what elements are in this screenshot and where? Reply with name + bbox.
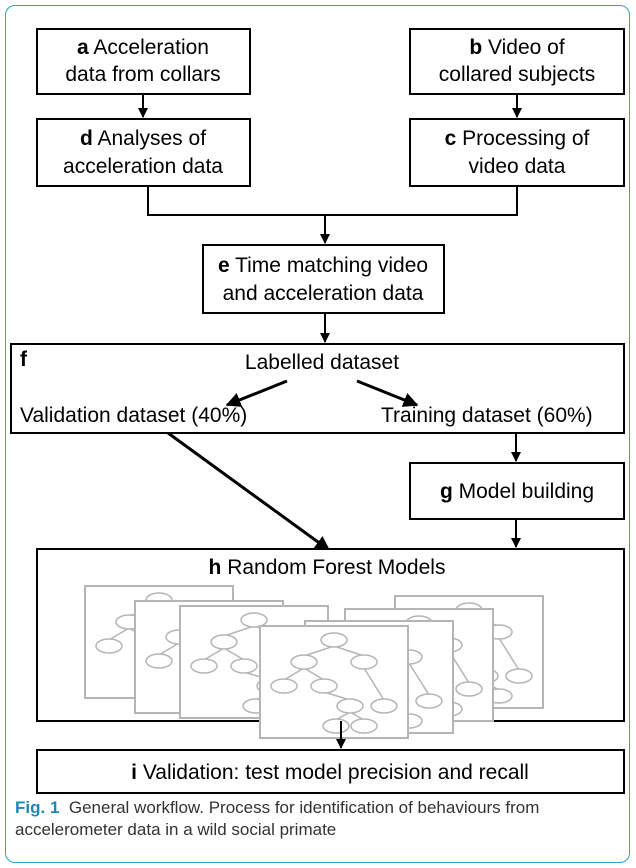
box-e-line2: and acceleration data <box>223 282 424 305</box>
box-f-title: Labelled dataset <box>245 351 399 374</box>
box-f-letter: f <box>20 348 28 371</box>
tree-card <box>259 625 409 739</box>
box-c-text: c Processing of <box>445 127 590 150</box>
box-b <box>409 28 625 95</box>
box-c-line2: video data <box>469 155 566 178</box>
box-a-text: a Acceleration <box>77 36 209 59</box>
decision-tree-illustrations <box>84 585 544 739</box>
box-a-line2: data from collars <box>65 63 220 86</box>
caption-text: General workflow. Process for identifica… <box>15 798 540 839</box>
validation-dataset-label: Validation dataset (40%) <box>20 404 247 427</box>
box-e <box>202 244 445 314</box>
figure-frame <box>5 5 630 863</box>
arrow-f-right <box>356 379 419 407</box>
box-e-text: e Time matching video <box>218 254 428 277</box>
box-g <box>409 462 625 520</box>
workflow-diagram: a Acceleration data from collars b Video… <box>10 28 625 794</box>
box-c <box>409 118 625 187</box>
box-d-line2: acceleration data <box>63 155 223 178</box>
box-i <box>36 749 625 794</box>
box-h-text: h Random Forest Models <box>209 556 446 579</box>
box-i-text: i Validation: test model precision and r… <box>131 761 529 784</box>
arrow-validation-to-h <box>167 431 331 552</box>
box-b-text: b Video of <box>469 36 565 59</box>
figure-caption: Fig. 1 General workflow. Process for ide… <box>15 797 625 841</box>
box-d-text: d Analyses of <box>80 127 206 150</box>
box-d <box>36 118 251 187</box>
connector-d-c <box>147 186 518 216</box>
caption-label: Fig. 1 <box>15 798 60 817</box>
box-f <box>10 343 625 434</box>
box-b-line2: collared subjects <box>439 63 595 86</box>
training-dataset-label: Training dataset (60%) <box>381 404 593 427</box>
box-g-text: g Model building <box>440 480 594 503</box>
arrow-f-left <box>225 379 288 407</box>
